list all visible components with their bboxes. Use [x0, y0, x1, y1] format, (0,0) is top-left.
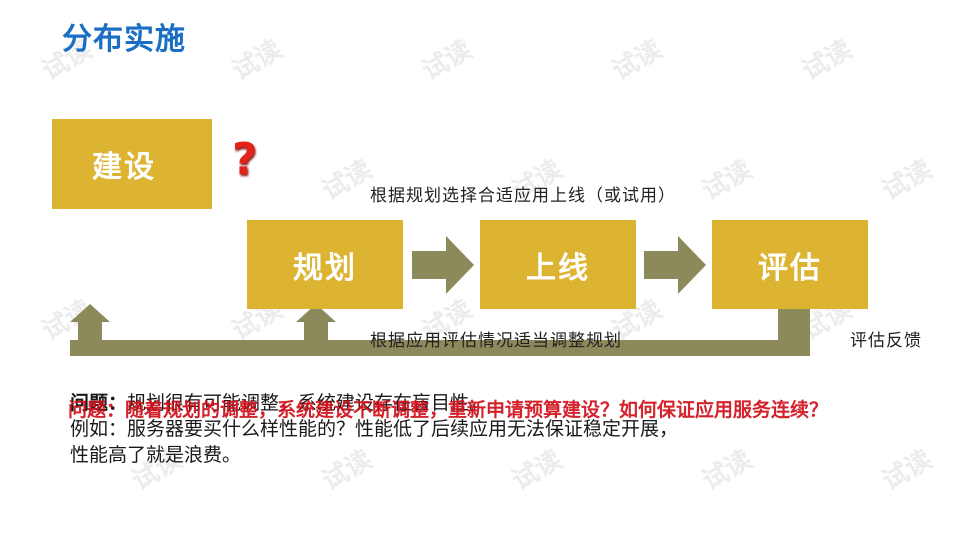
- page-title: 分布实施: [62, 22, 186, 57]
- box-build: 建设: [52, 119, 212, 209]
- question-mark-icon: ?: [232, 134, 258, 185]
- feedback-up-plan-head: [296, 304, 336, 322]
- note-feedback: 评估反馈: [850, 331, 922, 351]
- box-launch: 上线: [480, 220, 636, 309]
- feedback-up-left-shaft: [78, 322, 102, 350]
- problem-line-2: 例如：服务器要买什么样性能的？性能低了后续应用无法保证稳定开展，: [70, 418, 679, 440]
- problem-line-1-text: 规划很有可能调整，系统建设存在盲目性。: [127, 392, 489, 414]
- feedback-up-plan-shaft: [304, 322, 328, 350]
- note-bottom: 根据应用评估情况适当调整规划: [370, 331, 622, 351]
- feedback-loop-bar: [70, 340, 810, 356]
- problem-line-3: 性能高了就是浪费。: [70, 444, 242, 466]
- box-plan: 规划: [247, 220, 403, 309]
- problem-text: 问题：规划很有可能调整，系统建设存在盲目性。 例如：服务器要买什么样性能的？性能…: [70, 390, 850, 468]
- overlay-question: 问题：随着规划的调整，系统建设不断调整，重新申请预算建设？如何保证应用服务连续？: [68, 399, 829, 421]
- note-top: 根据规划选择合适应用上线（或试用）: [370, 186, 676, 206]
- problem-line-1: 问题：规划很有可能调整，系统建设存在盲目性。: [70, 390, 850, 416]
- feedback-loop-down: [778, 308, 810, 356]
- arrow-plan-to-launch: [412, 236, 474, 294]
- box-evaluate: 评估: [712, 220, 868, 309]
- feedback-up-left-head: [70, 304, 110, 322]
- arrow-launch-to-evaluate: [644, 236, 706, 294]
- problem-label: 问题：: [70, 392, 128, 414]
